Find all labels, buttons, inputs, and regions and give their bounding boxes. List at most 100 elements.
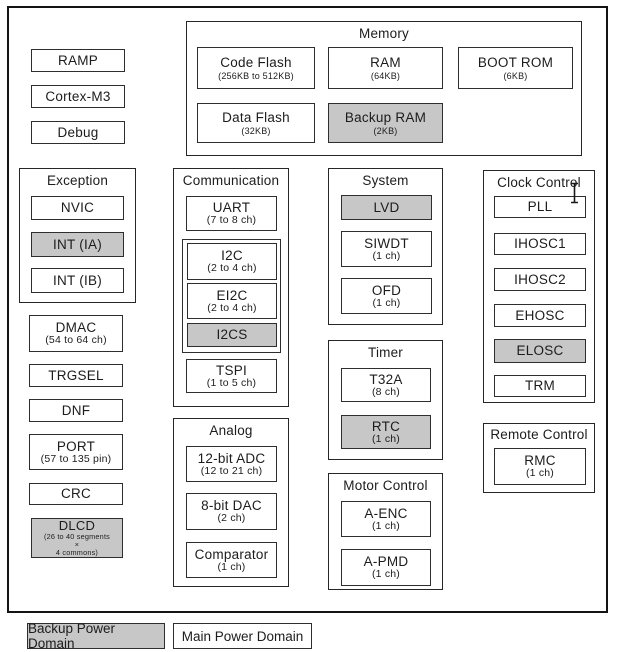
pll-block: PLL [494,196,586,218]
i2c-channels: (2 to 4 ch) [207,262,257,275]
memory-group [186,21,582,156]
exception-group [19,168,136,303]
boot-rom-size: (6KB) [503,70,528,81]
trgsel-label: TRGSEL [48,367,104,383]
ei2c-block: EI2C (2 to 4 ch) [187,283,277,319]
trm-block: TRM [494,375,586,397]
analog-group [173,418,289,587]
legend-backup-label: Backup Power Domain [28,621,116,651]
port-label: PORT [56,438,96,454]
diagram-outer-border [7,6,608,613]
code-flash-label: Code Flash [220,55,292,71]
dnf-label: DNF [61,402,91,418]
backup-ram-block: Backup RAM (2KB) [328,103,443,143]
system-group-title: System [362,173,409,188]
ihosc2-block: IHOSC2 [494,268,586,291]
memory-group-title: Memory [359,26,409,41]
ihosc1-block: IHOSC1 [494,233,586,255]
adc-channels: (12 to 21 ch) [200,464,263,477]
uart-label: UART [212,200,251,216]
code-flash-size: (256KB to 512KB) [218,70,294,81]
t32a-label: T32A [369,371,403,387]
dlcd-label: DLCD [58,517,96,533]
legend-backup-power-domain: Backup Power Domain [27,621,165,651]
text-cursor-icon [571,182,578,204]
elosc-block: ELOSC [494,339,586,363]
dmac-label: DMAC [55,320,97,336]
cortex-m3-label: Cortex-M3 [45,88,111,104]
cortex-m3-block: Cortex-M3 [31,85,125,108]
motor-control-group [328,473,443,590]
uart-channels: (7 to 8 ch) [206,214,257,227]
a-enc-channels: (1 ch) [371,519,401,532]
ramp-label: RAMP [57,52,98,68]
dlcd-multiply-sign: × [74,540,80,550]
dac-label: 8-bit DAC [201,498,262,514]
ramp-block: RAMP [31,49,125,72]
remote-control-group [483,423,595,493]
rmc-block: RMC (1 ch) [494,448,586,485]
tspi-label: TSPI [215,362,247,378]
adc-block: 12-bit ADC (12 to 21 ch) [186,446,277,482]
data-flash-size: (32KB) [241,125,271,136]
a-pmd-label: A-PMD [363,554,409,570]
port-block: PORT (57 to 135 pin) [29,434,123,470]
legend-main-power-domain: Main Power Domain [173,623,312,649]
rmc-channels: (1 ch) [525,467,555,480]
dac-channels: (2 ch) [217,512,246,525]
clock-control-group [483,170,595,403]
ofd-block: OFD (1 ch) [341,278,432,314]
remote-control-group-title: Remote Control [490,427,588,442]
dmac-block: DMAC (54 to 64 ch) [29,315,123,352]
backup-ram-label: Backup RAM [344,110,427,126]
nvic-label: NVIC [60,200,95,216]
backup-ram-size: (2KB) [373,125,398,136]
data-flash-block: Data Flash (32KB) [197,103,315,143]
ihosc1-label: IHOSC1 [514,236,566,252]
i2c-subgroup-frame [182,239,281,353]
siwdt-block: SIWDT (1 ch) [341,231,432,267]
data-flash-label: Data Flash [222,110,290,126]
dlcd-block: DLCD (26 to 40 segments × 4 commons) [31,518,123,558]
motor-control-group-title: Motor Control [343,478,428,493]
t32a-block: T32A (8 ch) [341,368,431,402]
communication-group [173,168,289,407]
comparator-channels: (1 ch) [217,560,246,573]
lvd-label: LVD [373,199,400,215]
dnf-block: DNF [29,399,123,422]
lvd-block: LVD [341,195,432,220]
i2c-block: I2C (2 to 4 ch) [187,243,277,280]
ofd-channels: (1 ch) [372,296,401,309]
int-ib-block: INT (IB) [31,268,124,293]
i2c-label: I2C [221,248,243,264]
debug-block: Debug [31,121,125,144]
dac-block: 8-bit DAC (2 ch) [186,493,277,530]
timer-group-title: Timer [368,345,403,360]
siwdt-channels: (1 ch) [372,249,401,262]
crc-block: CRC [29,483,123,505]
clock-control-group-title: Clock Control [497,175,581,190]
ram-label: RAM [370,55,401,71]
boot-rom-block: BOOT ROM (6KB) [458,47,573,89]
legend-main-label: Main Power Domain [181,628,304,644]
trgsel-block: TRGSEL [29,364,123,387]
ram-size: (64KB) [370,70,401,81]
i2cs-label: I2CS [216,327,248,343]
dmac-channels: (54 to 64 ch) [45,334,107,347]
rmc-label: RMC [524,453,556,469]
tspi-channels: (1 to 5 ch) [206,376,257,389]
rtc-label: RTC [371,418,401,434]
pll-label: PLL [527,199,553,215]
trm-label: TRM [525,378,555,394]
ei2c-channels: (2 to 4 ch) [207,301,257,314]
ehosc-label: EHOSC [515,307,565,323]
int-ia-label: INT (IA) [53,236,102,252]
port-pins: (57 to 135 pin) [40,452,112,465]
comparator-block: Comparator (1 ch) [186,542,277,578]
a-enc-label: A-ENC [364,505,408,521]
timer-group [328,340,443,460]
exception-group-title: Exception [46,173,109,188]
ihosc2-label: IHOSC2 [514,271,566,287]
a-pmd-channels: (1 ch) [371,568,401,581]
